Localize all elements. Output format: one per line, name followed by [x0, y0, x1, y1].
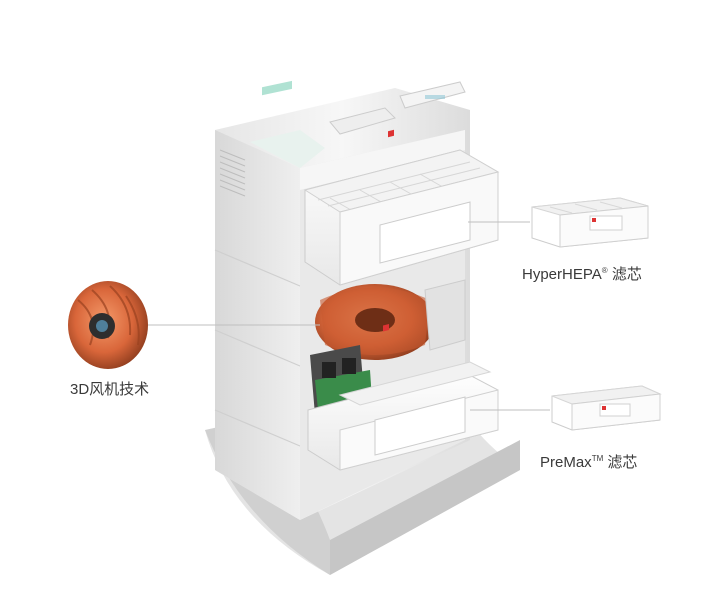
fan-standalone	[68, 281, 148, 369]
premax-label: PreMaxTM 滤芯	[540, 454, 638, 471]
hyperhepa-filter	[303, 129, 500, 286]
fan-technology-label: 3D风机技术	[70, 381, 150, 398]
premax-filter	[307, 324, 499, 471]
hyperhepa-filter-standalone	[531, 197, 649, 248]
premax-filter-standalone	[551, 385, 662, 431]
hyperhepa-label: HyperHEPA® 滤芯	[522, 266, 642, 283]
leader-lines	[148, 221, 550, 411]
fan-unit	[315, 279, 466, 360]
